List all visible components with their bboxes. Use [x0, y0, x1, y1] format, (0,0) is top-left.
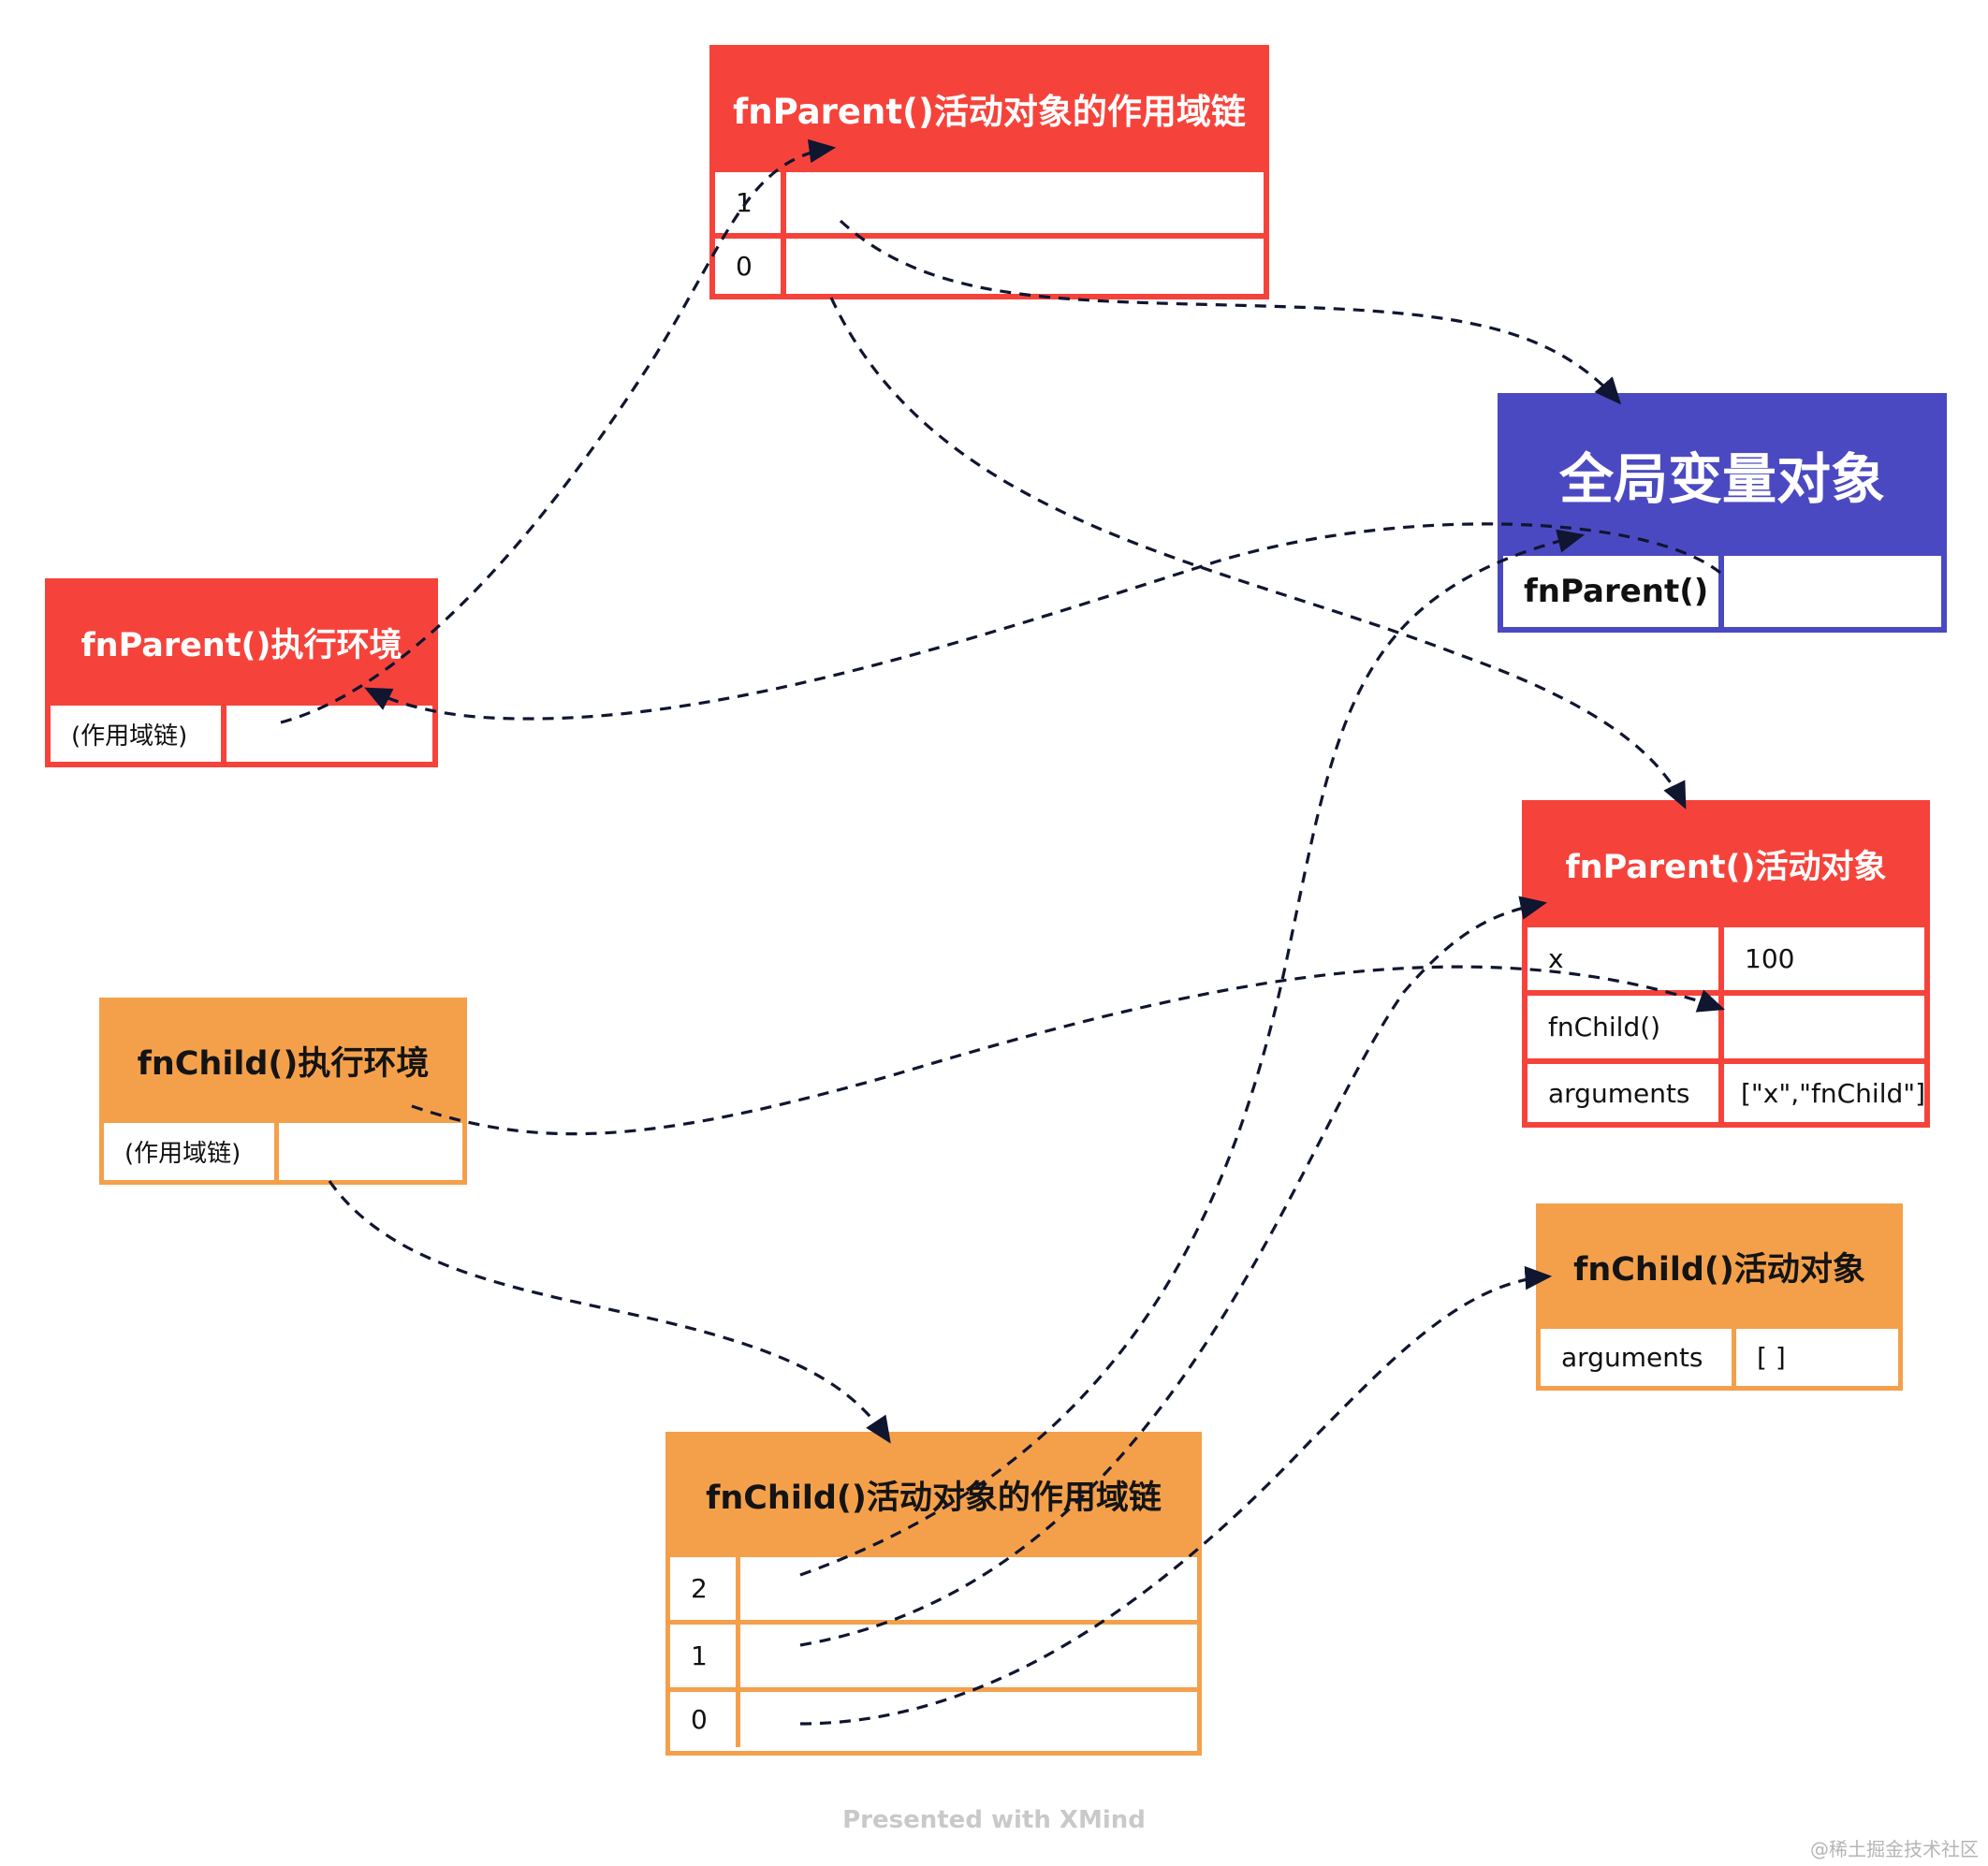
scope-chain-row-1: 1	[715, 167, 1264, 233]
fnparent-scope-chain-box: fnParent()活动对象的作用域链 1 0	[709, 45, 1269, 299]
row-value	[1718, 996, 1924, 1058]
site-watermark: @稀土掘金技术社区	[1810, 1838, 1979, 1860]
row-key: arguments	[1561, 1342, 1703, 1373]
activation-row-x: x 100	[1528, 922, 1924, 990]
fnchild-activation-title: fnChild()活动对象	[1541, 1208, 1898, 1324]
row-value	[781, 239, 1264, 294]
row-key: 1	[736, 187, 753, 218]
global-object-box: 全局变量对象 fnParent()	[1498, 393, 1947, 633]
scope-chain-row-0: 0	[670, 1687, 1197, 1747]
activation-row-arguments: arguments [ ]	[1541, 1324, 1898, 1386]
row-key: (作用域链)	[124, 1140, 241, 1168]
global-object-row: fnParent()	[1503, 550, 1941, 627]
row-key: fnParent()	[1524, 573, 1709, 610]
row-key: 1	[691, 1640, 708, 1671]
arrow-fnchild-context-to-fnchild-scope-chain	[328, 1180, 891, 1444]
row-key: x	[1548, 943, 1564, 974]
row-key: arguments	[1548, 1077, 1690, 1109]
fnparent-scope-chain-title: fnParent()活动对象的作用域链	[715, 51, 1264, 167]
row-value	[781, 172, 1264, 233]
scope-chain-row-0: 0	[715, 233, 1264, 294]
context-scope-row: (作用域链)	[51, 700, 432, 762]
fnchild-context-box: fnChild()执行环境 (作用域链)	[99, 998, 467, 1185]
row-value: [ ]	[1732, 1329, 1898, 1386]
global-object-title: 全局变量对象	[1503, 399, 1941, 550]
xmind-footer: Presented with XMind	[842, 1806, 1146, 1834]
row-value	[221, 706, 432, 762]
row-value	[736, 1557, 1197, 1620]
fnparent-activation-title: fnParent()活动对象	[1528, 806, 1924, 922]
row-key: 0	[691, 1704, 708, 1735]
scope-chain-row-1: 1	[670, 1620, 1197, 1687]
row-key: 2	[691, 1573, 708, 1604]
context-scope-row: (作用域链)	[104, 1118, 462, 1180]
fnparent-context-box: fnParent()执行环境 (作用域链)	[45, 578, 438, 767]
row-value	[736, 1625, 1197, 1687]
activation-row-fnchild: fnChild()	[1528, 990, 1924, 1058]
row-key: (作用域链)	[71, 722, 188, 751]
row-key: fnChild()	[1548, 1012, 1661, 1042]
row-key: 0	[736, 251, 753, 282]
fnchild-context-title: fnChild()执行环境	[104, 1002, 462, 1118]
row-value	[274, 1123, 462, 1180]
arrow-fnchild-scope-2-to-global-object	[799, 529, 1586, 1577]
row-value: ["x","fnChild"]	[1718, 1064, 1924, 1122]
row-value: 100	[1718, 927, 1924, 990]
activation-row-arguments: arguments ["x","fnChild"]	[1528, 1058, 1924, 1122]
fnparent-activation-box: fnParent()活动对象 x 100 fnChild() arguments…	[1522, 800, 1930, 1128]
row-value	[736, 1692, 1197, 1747]
scope-chain-row-2: 2	[670, 1553, 1197, 1620]
fnchild-scope-chain-box: fnChild()活动对象的作用域链 2 1 0	[665, 1432, 1202, 1756]
fnchild-activation-box: fnChild()活动对象 arguments [ ]	[1536, 1203, 1903, 1391]
fnchild-scope-chain-title: fnChild()活动对象的作用域链	[670, 1436, 1197, 1553]
row-value	[1718, 556, 1941, 627]
fnparent-context-title: fnParent()执行环境	[51, 584, 432, 700]
